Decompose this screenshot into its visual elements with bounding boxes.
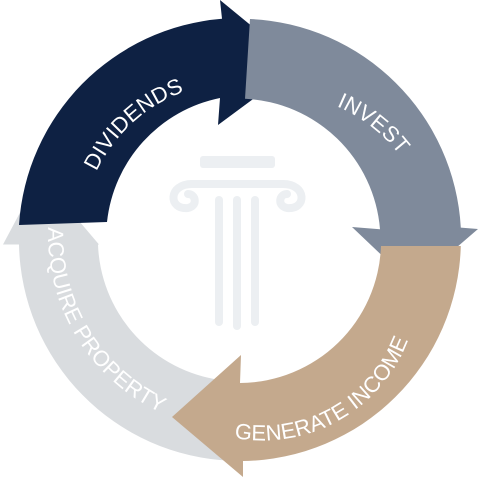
segment-dividends bbox=[19, 0, 299, 225]
pillar-icon bbox=[169, 156, 306, 330]
segment-generate-income bbox=[172, 246, 461, 477]
segment-acquire-property bbox=[3, 175, 232, 461]
segment-invest bbox=[245, 19, 478, 285]
